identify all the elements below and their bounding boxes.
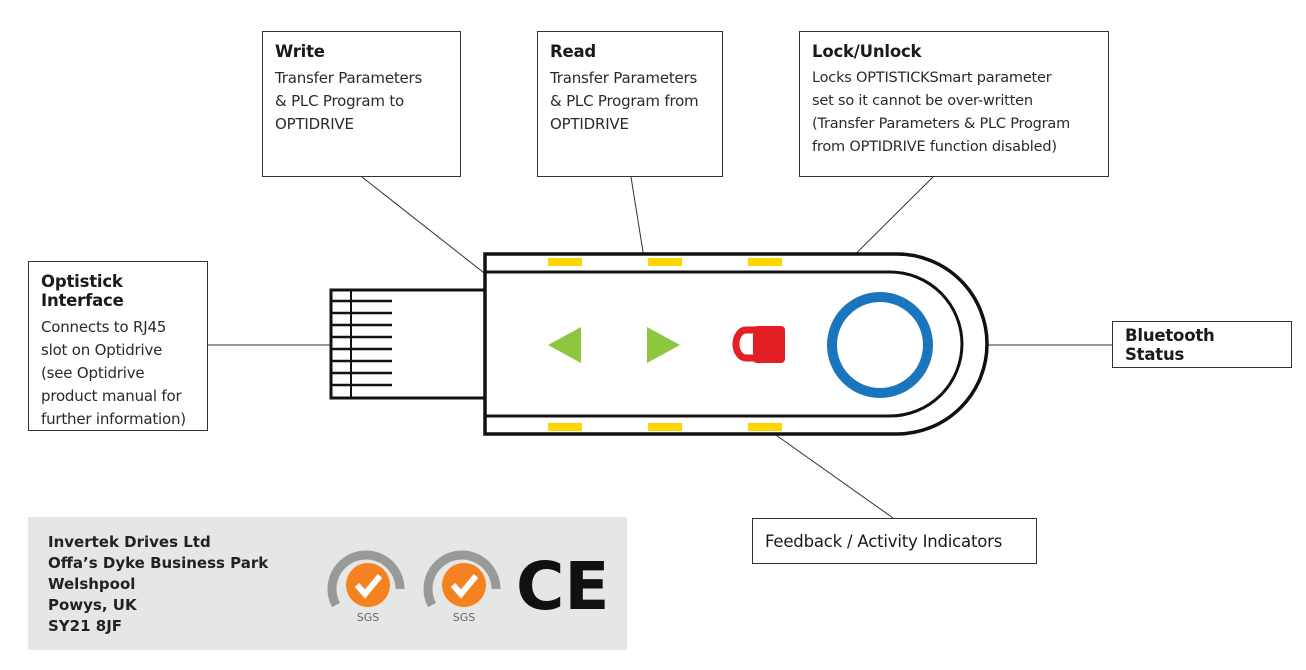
indicator-bottom-3 [748, 423, 782, 431]
callout-bluetooth-title: Bluetooth Status [1125, 325, 1215, 364]
callout-interface-body: Connects to RJ45 slot on Optidrive (see … [41, 318, 186, 428]
padlock-icon[interactable] [732, 326, 785, 363]
address-line-postcode: SY21 8JF [48, 617, 123, 635]
callout-bluetooth: Bluetooth Status [1112, 321, 1292, 368]
callout-lock-body: Locks OPTISTICKSmart parameter set so it… [812, 70, 1071, 155]
indicator-top-2 [648, 258, 682, 266]
indicator-bottom-1 [548, 423, 582, 431]
callout-lock: Lock/Unlock Locks OPTISTICKSmart paramet… [799, 31, 1109, 177]
callout-write: Write Transfer Parameters & PLC Program … [262, 31, 461, 177]
company-address: Invertek Drives Ltd Offa’s Dyke Business… [48, 532, 268, 637]
address-line-county: Powys, UK [48, 596, 137, 614]
ce-mark-icon: CE [516, 548, 610, 625]
callout-feedback: Feedback / Activity Indicators [752, 518, 1037, 564]
iso-certification-icon: SGS [327, 550, 405, 624]
write-arrow-icon[interactable] [548, 327, 581, 363]
read-arrow-icon[interactable] [647, 327, 680, 363]
indicator-top-3 [748, 258, 782, 266]
address-line-company: Invertek Drives Ltd [48, 533, 211, 551]
callout-lock-title: Lock/Unlock [812, 42, 922, 61]
svg-text:SGS: SGS [453, 611, 476, 624]
company-footer: Invertek Drives Ltd Offa’s Dyke Business… [28, 517, 627, 650]
certification-logos: SGS SGS CE [327, 548, 610, 625]
address-line-park: Offa’s Dyke Business Park [48, 554, 269, 572]
leader-feedback [765, 427, 894, 519]
indicator-top-1 [548, 258, 582, 266]
address-line-town: Welshpool [48, 575, 136, 593]
callout-read: Read Transfer Parameters & PLC Program f… [537, 31, 723, 177]
callout-feedback-title: Feedback / Activity Indicators [765, 531, 1003, 551]
rj45-plug [329, 288, 487, 400]
callout-interface-title: Optistick Interface [41, 272, 124, 310]
bluetooth-ring-icon [827, 292, 933, 398]
callout-write-title: Write [275, 42, 325, 61]
callout-read-body: Transfer Parameters & PLC Program from O… [550, 69, 699, 133]
svg-text:SGS: SGS [357, 611, 380, 624]
callout-read-title: Read [550, 42, 597, 61]
callout-write-body: Transfer Parameters & PLC Program to OPT… [275, 69, 423, 133]
activity-indicators [548, 258, 782, 431]
stick-body-inner [485, 270, 964, 418]
iso-certification-icon: SGS [423, 550, 501, 624]
callout-interface: Optistick Interface Connects to RJ45 slo… [28, 261, 208, 431]
rj45-pins [331, 290, 392, 398]
indicator-bottom-2 [648, 423, 682, 431]
